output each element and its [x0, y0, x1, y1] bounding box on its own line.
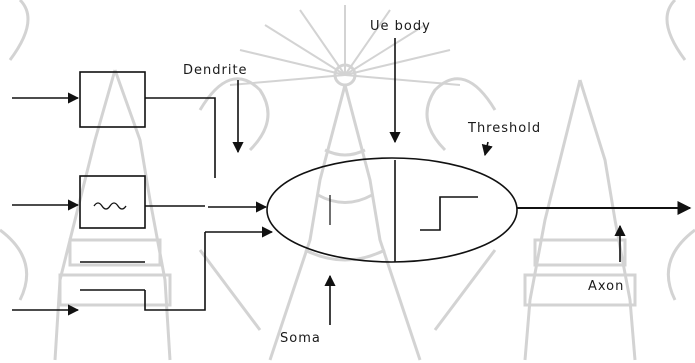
soma-ellipse — [267, 158, 517, 262]
label-top-input: Ue body — [370, 19, 431, 34]
input-box-middle — [80, 176, 145, 228]
label-axon: Axon — [588, 279, 624, 294]
label-soma: Soma — [280, 331, 321, 346]
label-threshold: Threshold — [467, 121, 541, 136]
connector-bottom — [145, 232, 205, 310]
connector-top — [145, 98, 215, 178]
label-dendrite: Dendrite — [183, 63, 248, 78]
threshold-step — [420, 197, 478, 230]
arrow-threshold — [485, 142, 488, 155]
wave-icon — [94, 203, 126, 209]
